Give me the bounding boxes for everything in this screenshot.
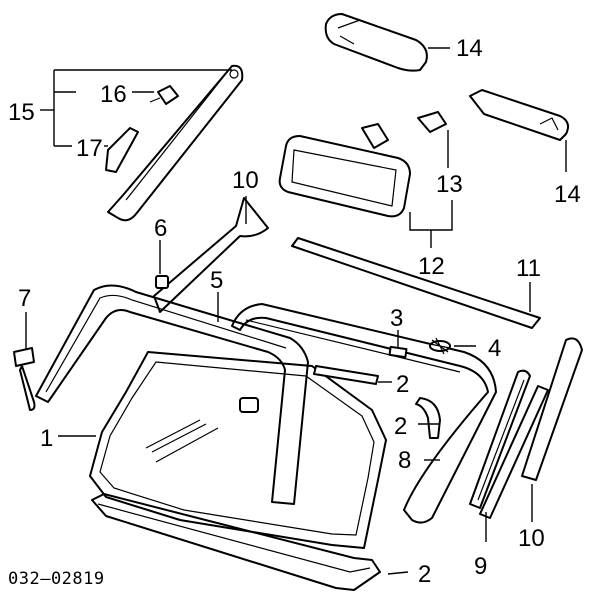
callout-7: 7 xyxy=(18,285,31,312)
callout-2-strip: 2 xyxy=(396,371,409,398)
callout-1: 1 xyxy=(40,425,53,452)
screw-16 xyxy=(149,85,179,105)
callout-10-left: 10 xyxy=(232,167,259,194)
clip-3 xyxy=(388,345,408,359)
pillar-molding-left xyxy=(153,197,269,313)
callout-labels: 1 2 2 2 3 4 5 6 7 8 9 10 10 11 12 13 14 … xyxy=(8,35,581,588)
a-pillar-trim xyxy=(107,64,244,222)
clip-6 xyxy=(155,275,169,289)
callout-17: 17 xyxy=(76,135,103,162)
spacer-strip xyxy=(313,365,379,385)
sun-visor-right xyxy=(469,89,569,141)
callout-14-top: 14 xyxy=(456,35,483,62)
rearview-mirror xyxy=(278,111,447,218)
windshield-molding xyxy=(35,284,309,505)
callout-2-corner: 2 xyxy=(394,413,407,440)
pillar-trim-9 xyxy=(469,369,549,519)
header-strip xyxy=(291,237,541,329)
leader-lines xyxy=(25,47,567,575)
callout-12: 12 xyxy=(418,253,445,280)
callout-2-bottom: 2 xyxy=(418,561,431,588)
pillar-molding-right xyxy=(521,337,583,481)
grille-17 xyxy=(105,127,139,173)
callout-16: 16 xyxy=(100,81,127,108)
callout-14-right: 14 xyxy=(554,181,581,208)
clip-7 xyxy=(13,347,36,411)
callout-11: 11 xyxy=(516,255,541,282)
lower-seal xyxy=(91,493,381,591)
callout-4: 4 xyxy=(488,335,501,362)
fastener-4 xyxy=(429,337,451,355)
reference-code: 032–02819 xyxy=(8,569,105,589)
callout-13: 13 xyxy=(436,171,463,198)
callout-3: 3 xyxy=(390,305,403,332)
corner-spacer xyxy=(415,397,441,439)
sun-visor-left xyxy=(324,13,428,72)
roof-frame-seal xyxy=(231,303,497,524)
callout-15: 15 xyxy=(8,99,35,126)
windshield-glass xyxy=(89,351,387,549)
callout-8: 8 xyxy=(398,447,411,474)
callout-5: 5 xyxy=(210,267,223,294)
callout-10-right: 10 xyxy=(518,525,545,552)
callout-9: 9 xyxy=(474,553,487,580)
callout-6: 6 xyxy=(154,215,167,242)
